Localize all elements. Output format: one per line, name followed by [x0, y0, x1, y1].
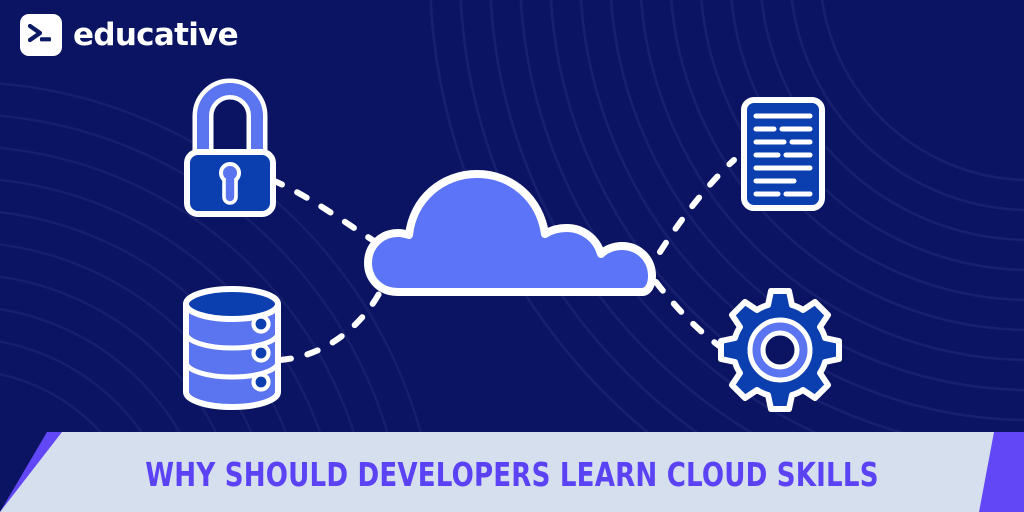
- connector-cloud-to-gear: [653, 279, 741, 361]
- terminal-prompt-icon: [20, 14, 62, 56]
- database-icon: [183, 286, 281, 410]
- lock-icon: [184, 78, 276, 217]
- banner-title: WHY SHOULD DEVELOPERS LEARN CLOUD SKILLS: [145, 454, 879, 494]
- terminal-prompt-glyph: [28, 24, 51, 43]
- cloud-icon: [364, 170, 656, 296]
- connector-cloud-to-document: [657, 157, 737, 255]
- brand-logo: educative: [20, 14, 239, 56]
- brand-name: educative: [73, 16, 239, 53]
- banner-shape: [0, 432, 1024, 512]
- banner-background: [0, 432, 994, 512]
- gear-icon: [718, 288, 842, 412]
- connector-database-to-cloud: [277, 279, 388, 363]
- bottom-banner: WHY SHOULD DEVELOPERS LEARN CLOUD SKILLS: [0, 432, 1024, 512]
- connector-group: [269, 157, 741, 363]
- connector-lock-to-cloud: [269, 177, 385, 249]
- document-icon: [741, 97, 825, 211]
